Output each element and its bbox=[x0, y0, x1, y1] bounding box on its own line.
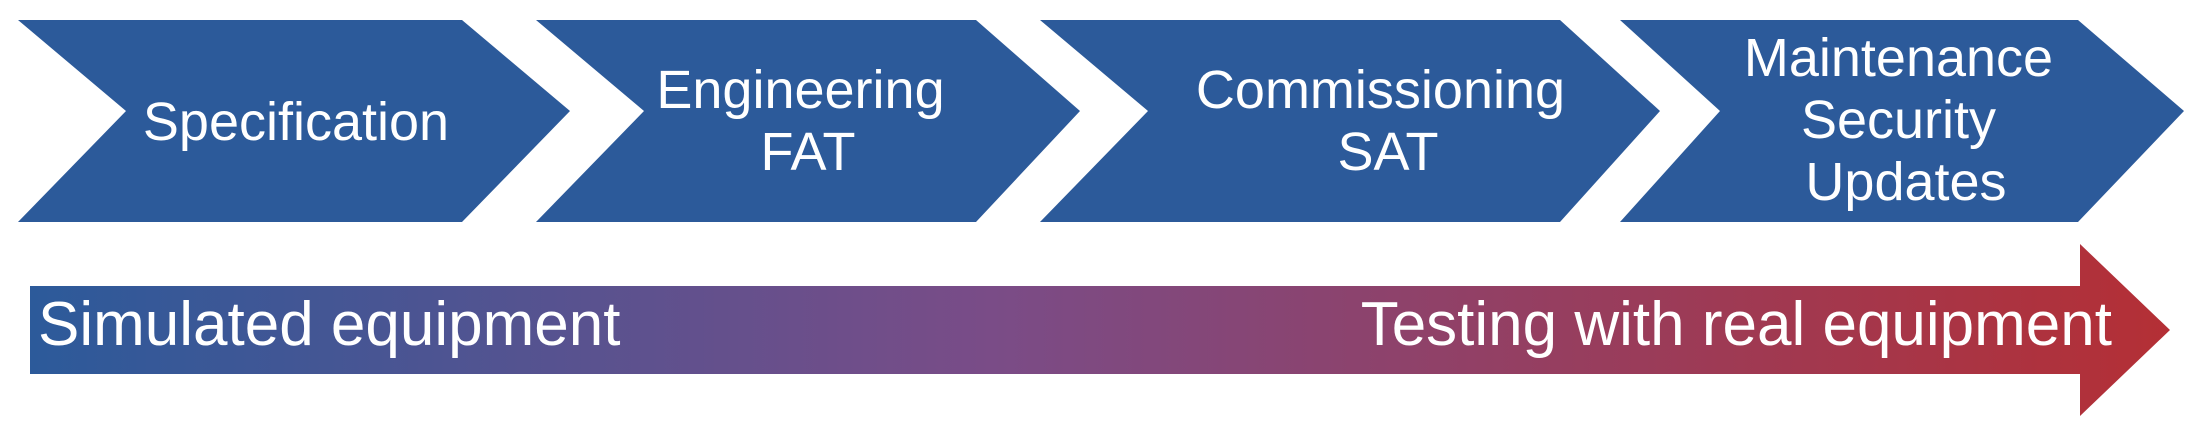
phase-chevron-commissioning: Commissioning SAT bbox=[1040, 20, 1660, 222]
phase-label-engineering: Engineering FAT bbox=[656, 60, 959, 182]
simulated-equipment-label: Simulated equipment bbox=[38, 290, 620, 359]
phase-label-maintenance: Maintenance Security Updates bbox=[1744, 28, 2068, 212]
phase-chevron-engineering: Engineering FAT bbox=[536, 20, 1080, 222]
phase-label-specification: Specification bbox=[143, 92, 449, 152]
real-equipment-label: Testing with real equipment bbox=[1361, 290, 2112, 359]
phase-chevron-maintenance: Maintenance Security Updates bbox=[1620, 20, 2184, 222]
phase-chevron-specification: Specification bbox=[18, 20, 570, 222]
phase-label-commissioning: Commissioning SAT bbox=[1196, 60, 1580, 182]
progress-band-arrow: Simulated equipment Testing with real eq… bbox=[30, 244, 2170, 416]
